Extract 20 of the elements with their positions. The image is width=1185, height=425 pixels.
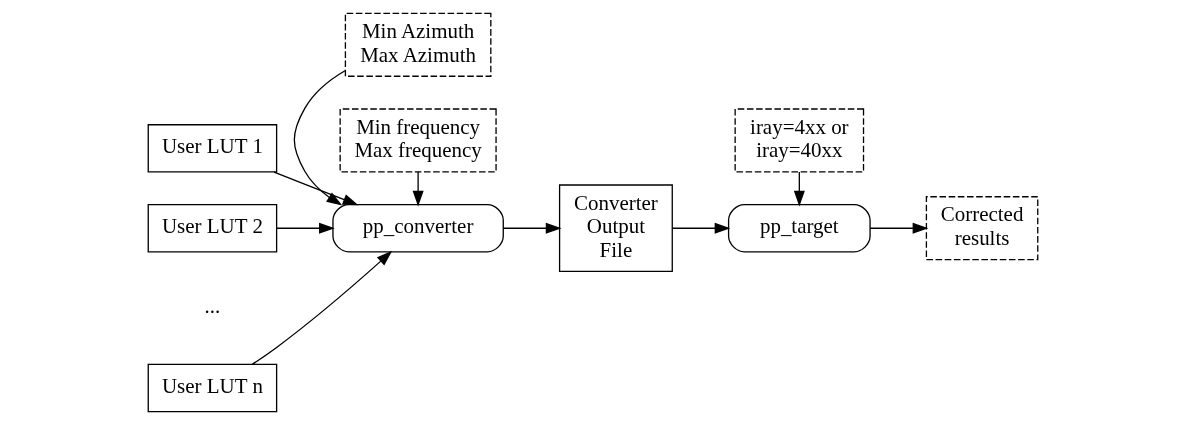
arrow xyxy=(272,171,358,206)
node-box: User LUT 1 xyxy=(147,124,277,173)
node-box: Converter Output File xyxy=(558,184,673,273)
label: ... xyxy=(204,294,220,319)
arrow xyxy=(251,250,392,365)
arrow xyxy=(671,222,730,234)
arrow xyxy=(293,70,346,206)
node-box: iray=4xx or iray=40xx xyxy=(734,108,864,173)
arrow xyxy=(793,171,805,207)
arrow xyxy=(869,222,928,234)
node-box: pp_target xyxy=(727,204,871,253)
arrow xyxy=(502,222,561,234)
node-box: User LUT n xyxy=(147,363,277,413)
arrow xyxy=(412,171,424,207)
node-box: Corrected results xyxy=(925,196,1038,261)
node-box: Min Azimuth Max Azimuth xyxy=(344,12,491,77)
node-box: pp_converter xyxy=(331,204,504,253)
arrow xyxy=(275,222,335,234)
node-box: Min frequency Max frequency xyxy=(339,108,497,173)
node-box: User LUT 2 xyxy=(147,204,277,253)
